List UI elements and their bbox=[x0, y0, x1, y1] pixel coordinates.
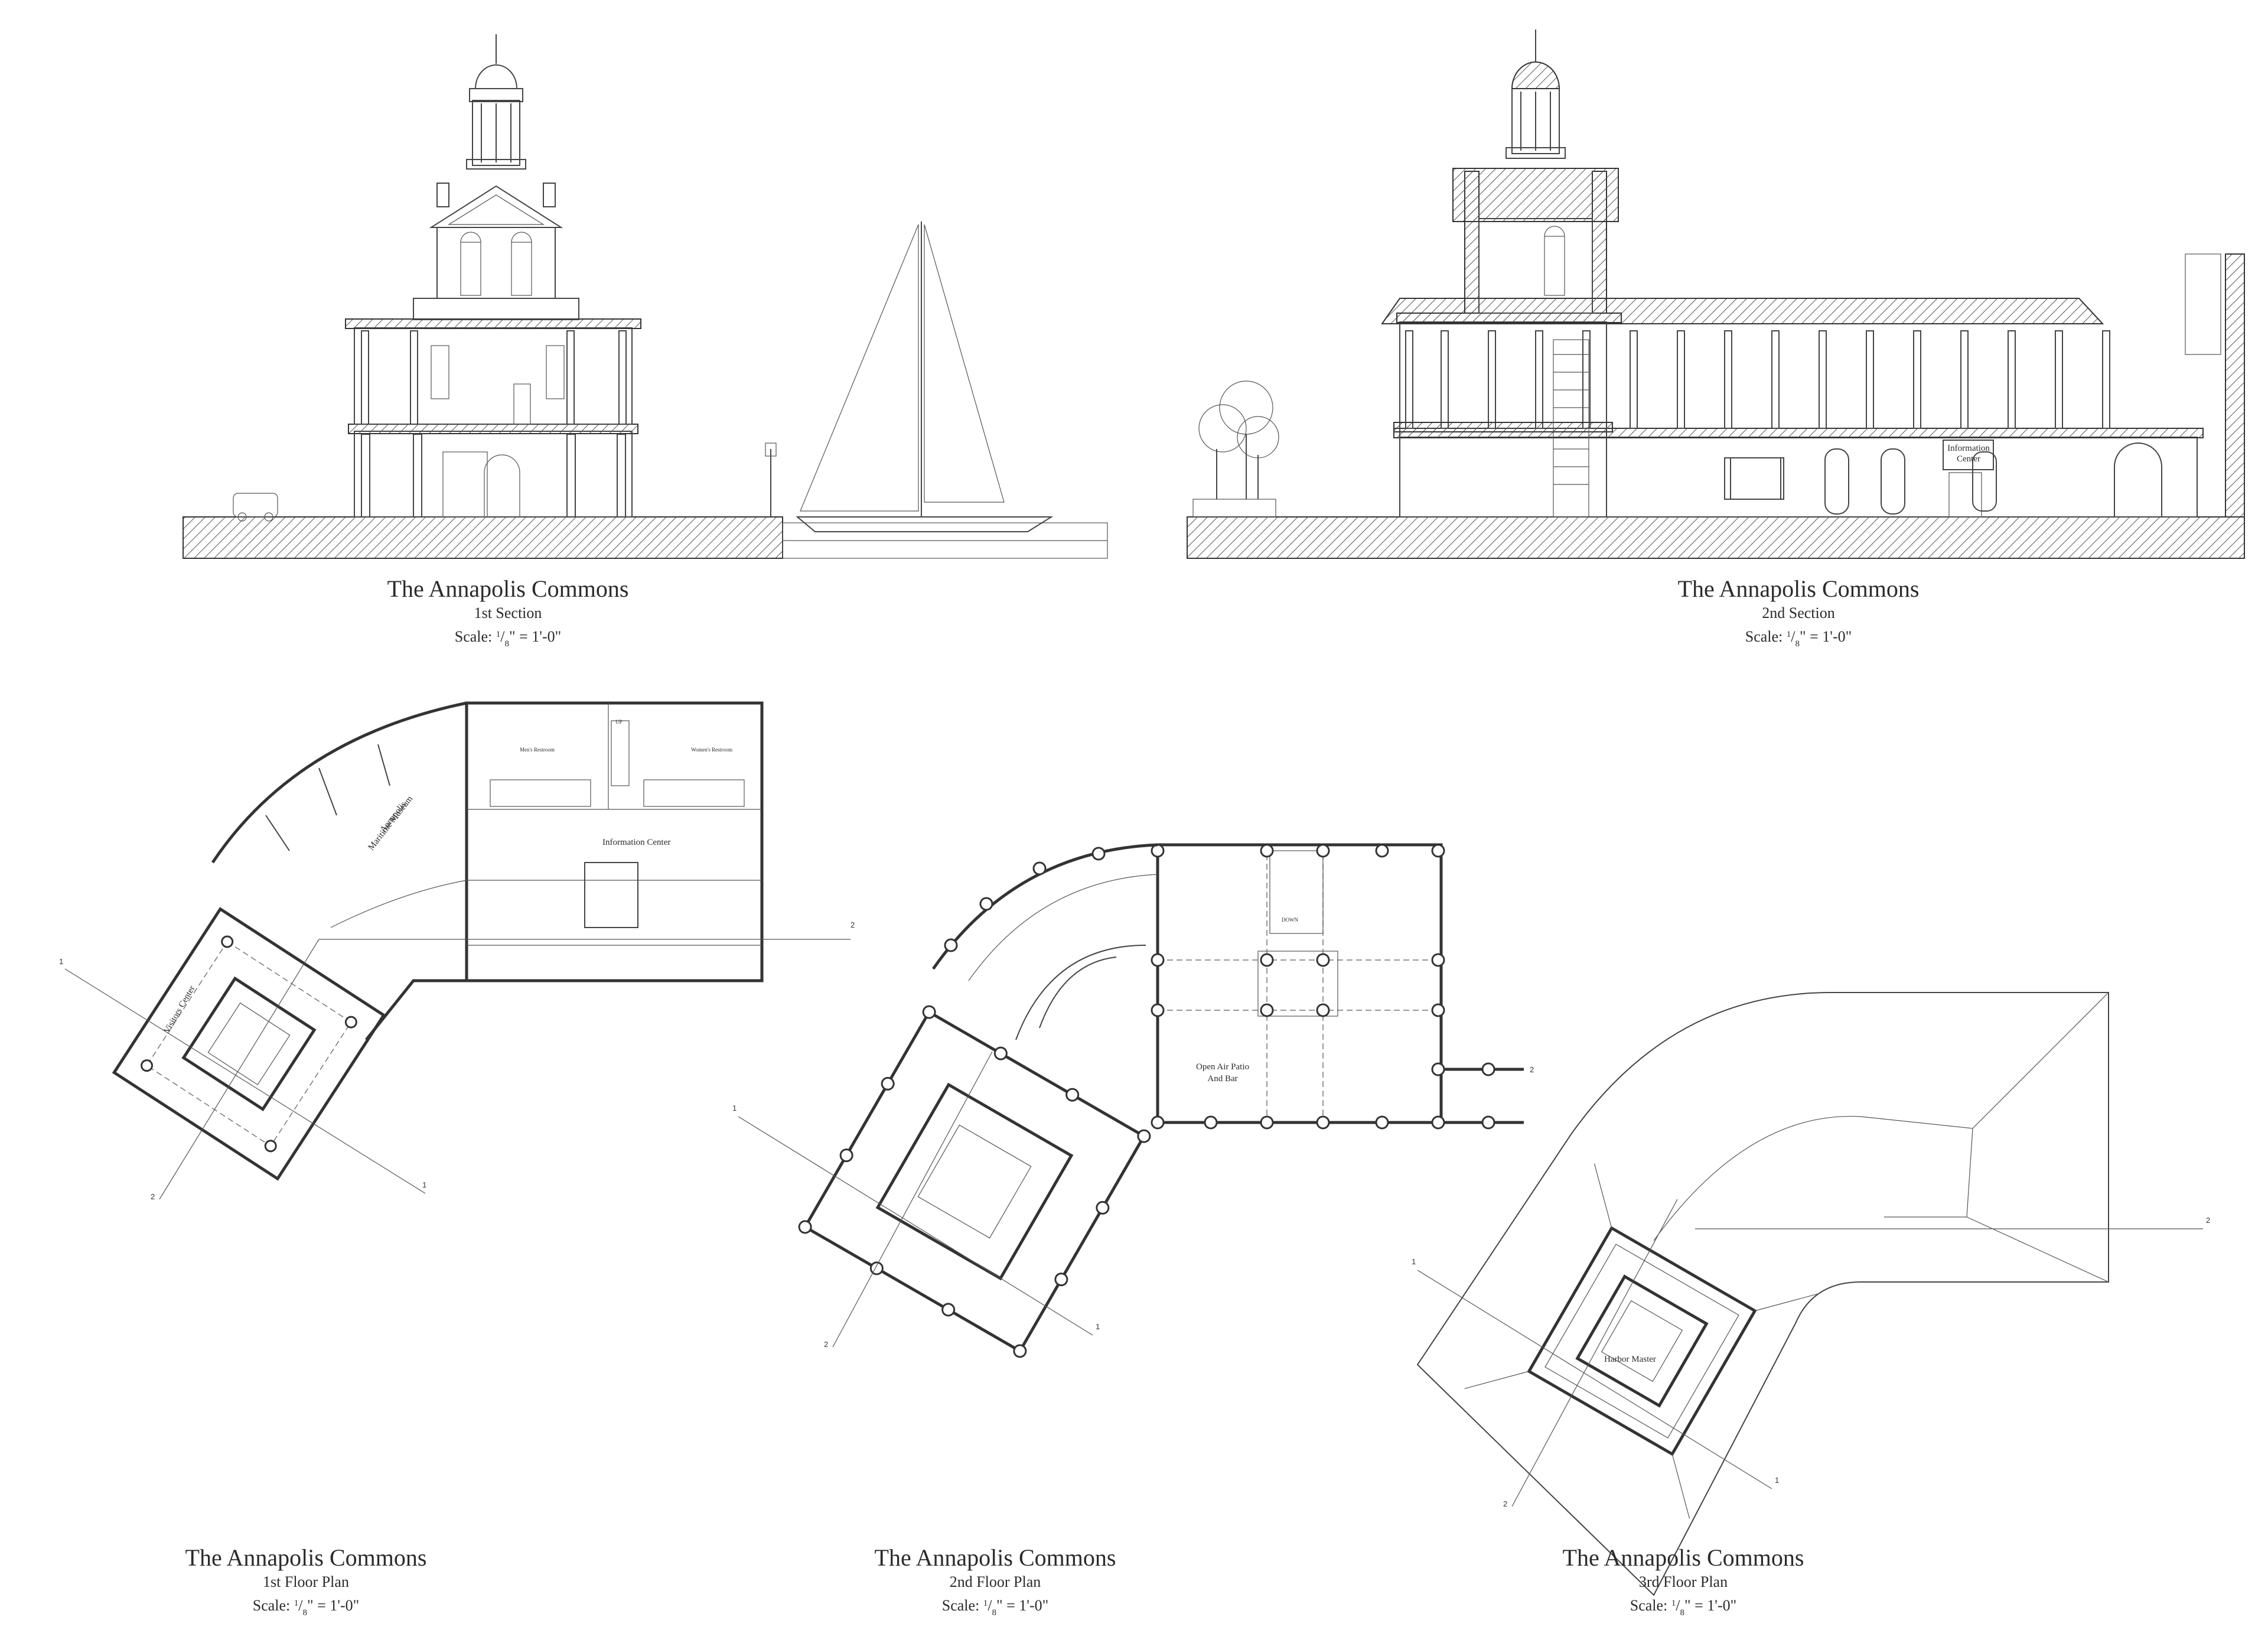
floor-plan-3-tower-wall bbox=[1527, 1226, 1757, 1456]
svg-text:2: 2 bbox=[151, 1192, 155, 1201]
section-1-ground-floor bbox=[354, 431, 633, 518]
title-block-floor-plan-1: The Annapolis Commons 1st Floor Plan Sca… bbox=[185, 1544, 427, 1618]
section-1-drawing bbox=[183, 34, 1108, 559]
section-2-sailboat-painting bbox=[1724, 457, 1781, 500]
title-floor-plan-1: The Annapolis Commons bbox=[185, 1544, 427, 1571]
floor-plan-2-bar bbox=[1039, 956, 1117, 1029]
svg-text:2: 2 bbox=[1530, 1065, 1534, 1074]
section-2-drawing: Information Center bbox=[1187, 30, 2245, 559]
patio-label-line2: And Bar bbox=[1207, 1074, 1237, 1083]
svg-text:1: 1 bbox=[422, 1180, 426, 1189]
scale-floor-plan-1: Scale: 1/8" = 1'-0" bbox=[253, 1597, 360, 1618]
floor-plan-2-down-label: DOWN bbox=[1282, 917, 1298, 923]
svg-text:2: 2 bbox=[824, 1340, 828, 1349]
floor-plan-1-curved-wall bbox=[211, 701, 467, 864]
svg-text:2: 2 bbox=[2206, 1216, 2210, 1225]
information-center-label: Information Center bbox=[602, 838, 670, 847]
scale-section-2: Scale: 1/8" = 1'-0" bbox=[1745, 628, 1852, 649]
floor-plan-1-wing-wall bbox=[465, 701, 764, 982]
svg-text:1: 1 bbox=[59, 957, 63, 966]
floor-plan-2-stair bbox=[1269, 850, 1324, 934]
floor-plan-1-up-label: UP bbox=[615, 719, 623, 725]
floor-plan-1-info-desk bbox=[584, 862, 638, 928]
floor-plan-3-drawing: Harbor Master 1 1 2 2 bbox=[1412, 992, 2210, 1596]
subtitle-floor-plan-1: 1st Floor Plan bbox=[263, 1573, 349, 1590]
section-2-ground bbox=[1187, 516, 2245, 559]
svg-text:2: 2 bbox=[1503, 1499, 1507, 1508]
section-1-tower bbox=[436, 227, 556, 299]
harbor-master-label: Harbor Master bbox=[1604, 1355, 1656, 1364]
floor-plan-2-drawing: DOWN Open Air Patio And Bar bbox=[732, 843, 1534, 1358]
title-floor-plan-3: The Annapolis Commons bbox=[1563, 1544, 1804, 1571]
floor-plan-3-roof-outline bbox=[1416, 992, 2109, 1596]
sailboat bbox=[796, 222, 1054, 532]
floor-plan-2-patio-edge bbox=[1156, 843, 1443, 1124]
title-block-floor-plan-2: The Annapolis Commons 2nd Floor Plan Sca… bbox=[875, 1544, 1116, 1618]
section-1-floor-slab bbox=[348, 424, 638, 434]
title-floor-plan-2: The Annapolis Commons bbox=[875, 1544, 1116, 1571]
title-block-floor-plan-3: The Annapolis Commons 3rd Floor Plan Sca… bbox=[1563, 1544, 1804, 1618]
svg-text:1: 1 bbox=[1412, 1257, 1416, 1266]
subtitle-floor-plan-3: 3rd Floor Plan bbox=[1639, 1573, 1728, 1590]
svg-text:1: 1 bbox=[1096, 1322, 1100, 1331]
scale-section-1: Scale: 1/8" = 1'-0" bbox=[455, 628, 562, 649]
section-2-tower bbox=[1399, 321, 1607, 518]
section-2-ground-floor bbox=[1399, 437, 2198, 518]
patio-label-line1: Open Air Patio bbox=[1196, 1062, 1249, 1072]
section-1-car bbox=[233, 493, 278, 518]
section-2-info-label-2: Center bbox=[1957, 454, 1980, 464]
subtitle-section-1: 1st Section bbox=[474, 604, 542, 621]
floor-plan-1-tower-wall bbox=[112, 907, 386, 1181]
section-1-ground bbox=[183, 516, 783, 559]
title-section-1: The Annapolis Commons bbox=[387, 575, 629, 602]
floor-plan-2-curved-edge bbox=[931, 843, 1158, 970]
womens-restroom-label: Women's Restroom bbox=[691, 747, 732, 753]
floor-plan-2-tower-wall bbox=[803, 1010, 1146, 1353]
museum-label-line2: Maritime Museum bbox=[367, 794, 415, 852]
svg-text:1: 1 bbox=[1775, 1476, 1779, 1485]
title-block-section-1: The Annapolis Commons 1st Section Scale:… bbox=[387, 575, 629, 649]
scale-floor-plan-3: Scale: 1/8" = 1'-0" bbox=[1630, 1597, 1737, 1618]
section-1-pediment bbox=[429, 185, 563, 228]
svg-text:1: 1 bbox=[732, 1104, 737, 1112]
floor-plan-1-drawing: Men's Restroom Women's Restroom UP Infor… bbox=[59, 701, 855, 1201]
svg-text:2: 2 bbox=[850, 920, 855, 929]
section-1-lantern bbox=[472, 100, 520, 166]
title-block-section-2: The Annapolis Commons 2nd Section Scale:… bbox=[1678, 575, 1920, 649]
section-2-info-label-1: Information bbox=[1947, 444, 1990, 453]
subtitle-floor-plan-2: 2nd Floor Plan bbox=[950, 1573, 1041, 1590]
mens-restroom-label: Men's Restroom bbox=[520, 747, 555, 753]
scale-floor-plan-2: Scale: 1/8" = 1'-0" bbox=[942, 1597, 1049, 1618]
tree bbox=[1192, 380, 1279, 518]
subtitle-section-2: 2nd Section bbox=[1762, 604, 1835, 621]
title-section-2: The Annapolis Commons bbox=[1678, 575, 1920, 602]
